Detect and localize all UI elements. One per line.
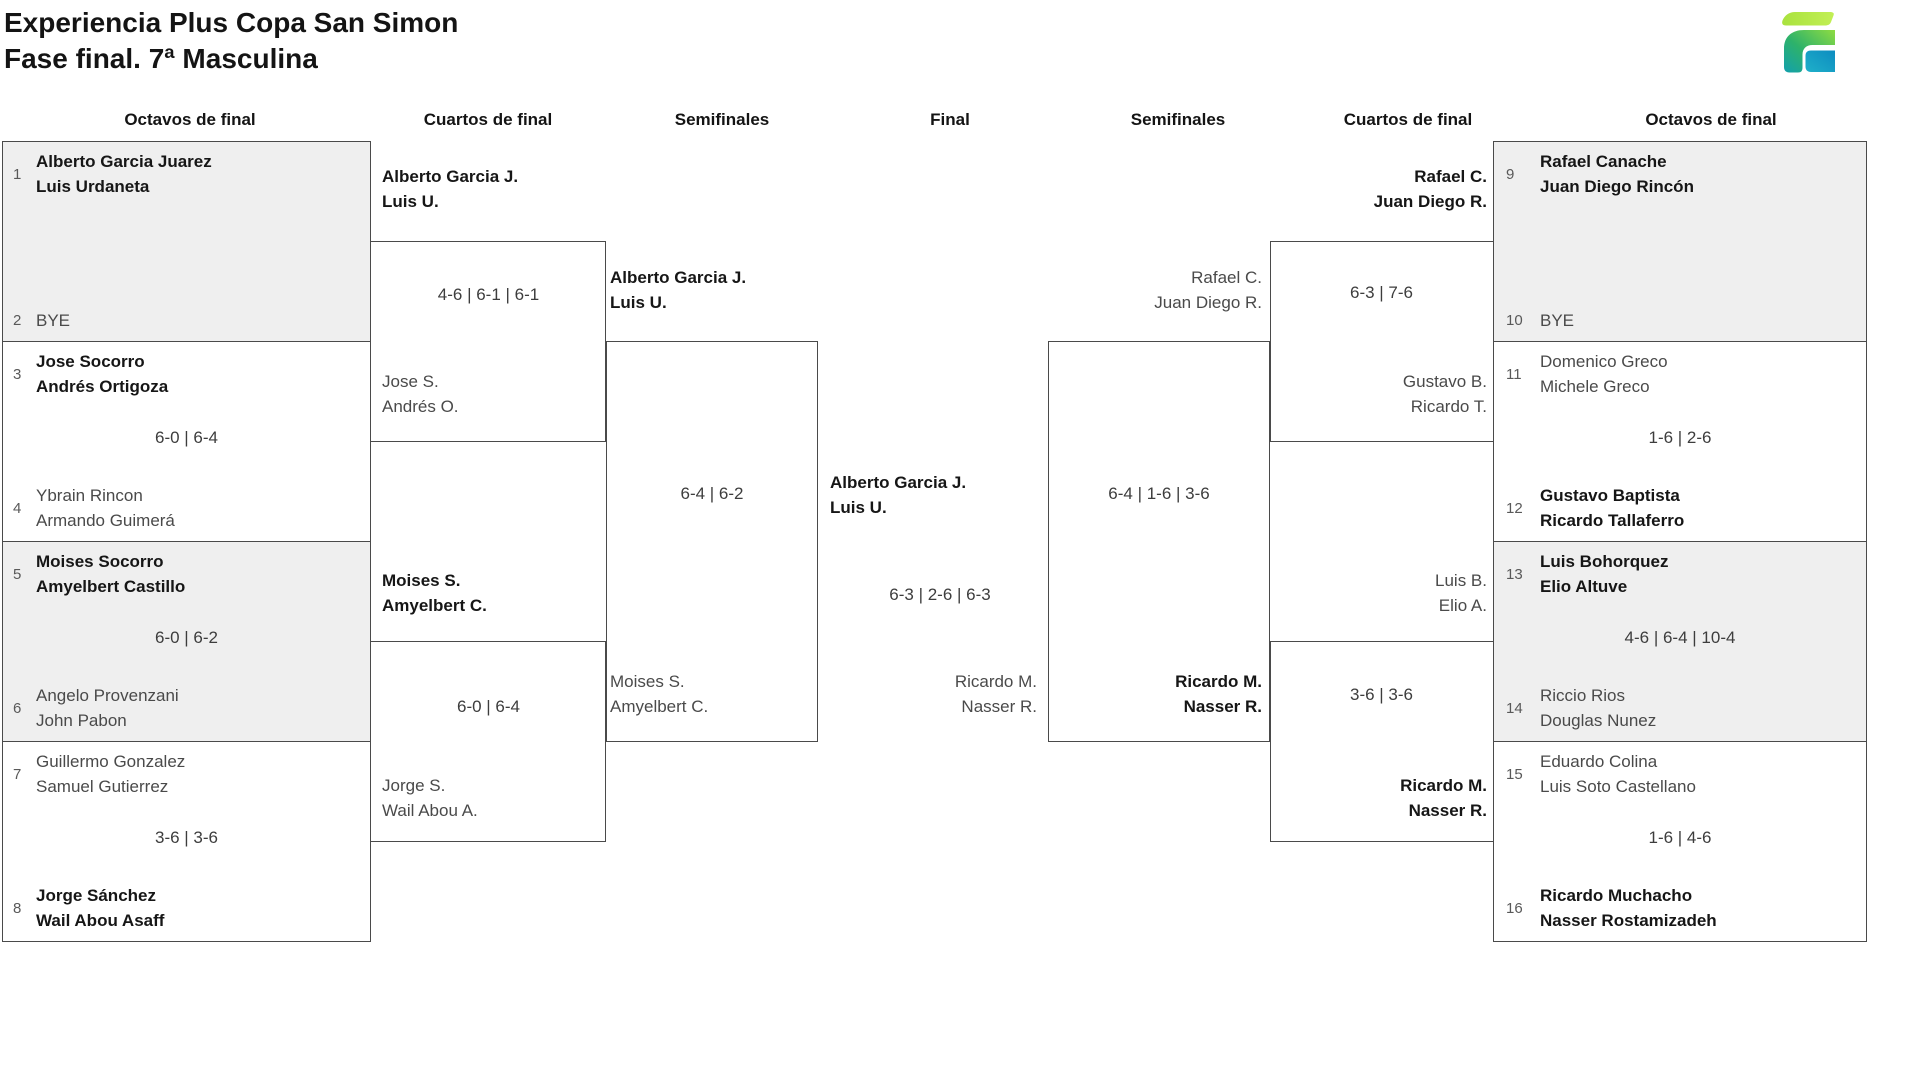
match-score: 4-6 | 6-4 | 10-4 xyxy=(1624,628,1736,647)
match-score: 6-0 | 6-2 xyxy=(154,628,218,647)
label-cuartos-left-2-bottom: Jorge S.Wail Abou A. xyxy=(382,776,478,820)
bracket-box-cuartos-right-1 xyxy=(1270,241,1493,442)
bracket-box-semifinal-left xyxy=(606,341,818,742)
seed-number: 6 xyxy=(13,699,22,717)
seed-number: 15 xyxy=(1506,765,1523,783)
team-seed-2: 2 BYE xyxy=(13,311,71,330)
match-score: 6-0 | 6-4 xyxy=(154,428,218,447)
label-cuartos-left-1-top: Alberto Garcia J.Luis U. xyxy=(382,167,519,211)
seed-number: 10 xyxy=(1506,312,1523,329)
label-cuartos-right-1-bottom: Gustavo B.Ricardo T. xyxy=(1402,372,1487,416)
label-final-winner: Alberto Garcia J.Luis U. xyxy=(830,473,967,517)
club-logo-icon xyxy=(1780,10,1838,76)
phase-category: Fase final. 7ª Masculina xyxy=(4,43,318,74)
round-header-octavos-left: Octavos de final xyxy=(124,110,256,129)
score-semifinal-left: 6-4 | 6-2 xyxy=(680,484,744,503)
seed-number: 9 xyxy=(1506,165,1515,183)
seed-number: 7 xyxy=(13,765,22,783)
seed-number: 11 xyxy=(1506,365,1522,383)
label-cuartos-left-1-bottom: Jose S.Andrés O. xyxy=(382,372,459,416)
match-score: 1-6 | 2-6 xyxy=(1648,428,1712,447)
bracket-box-cuartos-left-1 xyxy=(371,241,606,442)
label-final-runner-up: Ricardo M.Nasser R. xyxy=(954,672,1037,716)
label-cuartos-right-1-top: Rafael C.Juan Diego R. xyxy=(1373,167,1487,211)
bracket-box-cuartos-right-2 xyxy=(1270,641,1493,842)
round-header-cuartos-right: Cuartos de final xyxy=(1343,110,1473,129)
team-seed-10: 10 BYE xyxy=(1506,311,1575,330)
score-final: 6-3 | 2-6 | 6-3 xyxy=(889,585,991,604)
seed-number: 5 xyxy=(13,565,22,583)
tournament-name: Experiencia Plus Copa San Simon xyxy=(4,7,459,38)
score-cuartos-right-1: 6-3 | 7-6 xyxy=(1349,283,1413,302)
label-semifinal-right-top: Rafael C.Juan Diego R. xyxy=(1154,268,1262,312)
match-score: 3-6 | 3-6 xyxy=(154,828,218,847)
seed-number: 1 xyxy=(13,165,22,183)
score-semifinal-right: 6-4 | 1-6 | 3-6 xyxy=(1108,484,1210,503)
seed-number: 16 xyxy=(1506,899,1523,917)
round-header-final: Final xyxy=(930,110,970,129)
round-header-semis-right: Semifinales xyxy=(1130,110,1226,129)
score-cuartos-right-2: 3-6 | 3-6 xyxy=(1349,685,1413,704)
seed-number: 13 xyxy=(1506,565,1523,583)
match-score: 1-6 | 4-6 xyxy=(1648,828,1712,847)
seed-number: 2 xyxy=(13,312,22,329)
seed-number: 3 xyxy=(13,365,22,383)
round-header-cuartos-left: Cuartos de final xyxy=(423,110,553,129)
label-semifinal-right-bottom: Ricardo M.Nasser R. xyxy=(1175,672,1262,716)
seed-number: 8 xyxy=(13,899,22,917)
label-semifinal-left-top: Alberto Garcia J.Luis U. xyxy=(610,268,747,312)
label-cuartos-left-2-top: Moises S.Amyelbert C. xyxy=(382,571,487,615)
score-cuartos-left-1: 4-6 | 6-1 | 6-1 xyxy=(437,285,540,304)
label-cuartos-right-2-top: Luis B.Elio A. xyxy=(1435,571,1487,615)
bracket-box-cuartos-left-2 xyxy=(371,641,606,842)
round-header-octavos-right: Octavos de final xyxy=(1645,110,1777,129)
label-cuartos-right-2-bottom: Ricardo M.Nasser R. xyxy=(1400,776,1487,820)
page-title: Experiencia Plus Copa San Simon Fase fin… xyxy=(4,5,458,77)
round-header-semis-left: Semifinales xyxy=(674,110,770,129)
seed-number: 12 xyxy=(1506,499,1523,517)
label-semifinal-left-bottom: Moises S.Amyelbert C. xyxy=(610,672,709,716)
score-cuartos-left-2: 6-0 | 6-4 xyxy=(456,697,520,716)
seed-number: 14 xyxy=(1506,699,1523,717)
seed-number: 4 xyxy=(13,499,22,517)
bracket-box-semifinal-right xyxy=(1048,341,1270,742)
